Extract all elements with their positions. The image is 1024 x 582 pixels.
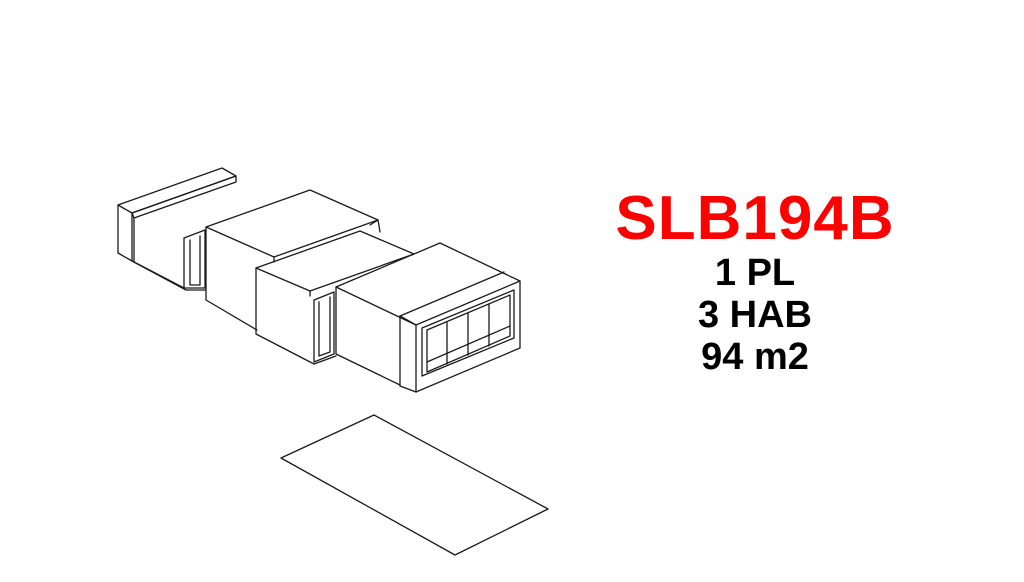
house-module-front xyxy=(335,242,521,393)
house-module-middle xyxy=(205,189,381,331)
bedrooms-label: 3 HAB xyxy=(697,294,813,336)
floors-label: 1 PL xyxy=(714,252,796,294)
model-info: SLB194B 1 PL 3 HAB 94 m2 xyxy=(600,184,910,379)
model-code: SLB194B xyxy=(615,184,895,253)
area-label: 94 m2 xyxy=(701,336,809,378)
ground-plate-outline xyxy=(280,414,549,556)
front-window xyxy=(421,289,515,377)
house-module-back xyxy=(117,167,237,291)
house-module-center xyxy=(255,230,415,365)
